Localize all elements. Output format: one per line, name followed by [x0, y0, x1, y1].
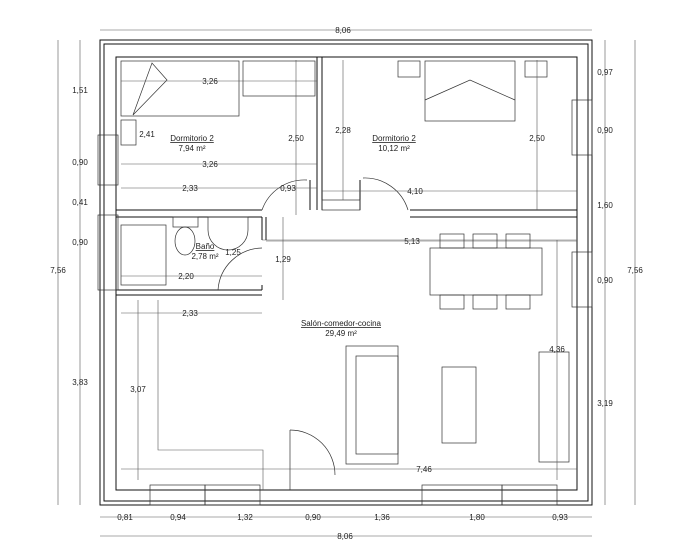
sofa — [345, 345, 399, 465]
room-name-living: Salón-comedor-cocina — [301, 319, 382, 328]
dim-right: 0,97 — [597, 68, 613, 77]
dim-right: 3,19 — [597, 399, 613, 408]
dim-interior: 2,33 — [182, 309, 198, 318]
dim-interior: 4,10 — [407, 187, 423, 196]
toilet — [174, 226, 196, 256]
room-name-bedroom-2b: Dormitorio 2 — [372, 134, 416, 143]
dim-left: 0,41 — [72, 198, 88, 207]
dim-interior: 7,46 — [416, 465, 432, 474]
dim-interior: 2,50 — [529, 134, 545, 143]
dim-interior: 2,20 — [178, 272, 194, 281]
room-labels: Dormitorio 2 7,94 m² Dormitorio 2 10,12 … — [170, 134, 416, 338]
dim-right: 0,90 — [597, 126, 613, 135]
dim-interior: 1,29 — [275, 255, 291, 264]
dim-interior: 2,41 — [139, 130, 155, 139]
sink — [207, 216, 249, 251]
dim-right-total: 7,56 — [627, 266, 643, 275]
bed-double — [424, 60, 516, 122]
dim-interior: 2,28 — [335, 126, 351, 135]
dimension-labels: 8,06 0,81 0,94 1,32 0,90 1,36 1,80 0,93 … — [50, 26, 643, 541]
dining-table — [429, 247, 543, 296]
dim-bottom: 1,36 — [374, 513, 390, 522]
dim-top-total: 8,06 — [335, 26, 351, 35]
dim-interior: 3,26 — [202, 77, 218, 86]
dim-bottom: 0,93 — [552, 513, 568, 522]
room-area-bedroom-2b: 10,12 m² — [378, 144, 410, 153]
dim-left-total: 7,56 — [50, 266, 66, 275]
bed-single — [120, 60, 240, 117]
dim-left: 0,90 — [72, 158, 88, 167]
dim-interior: 5,13 — [404, 237, 420, 246]
dim-interior: 3,26 — [202, 160, 218, 169]
furniture — [120, 60, 570, 490]
dim-bottom: 0,81 — [117, 513, 133, 522]
bathtub — [120, 224, 167, 286]
doors — [217, 177, 409, 490]
room-area-living: 29,49 m² — [325, 329, 357, 338]
room-area-bathroom: 2,78 m² — [191, 252, 218, 261]
dim-bottom: 0,90 — [305, 513, 321, 522]
dim-interior: 2,33 — [182, 184, 198, 193]
dim-bottom: 1,80 — [469, 513, 485, 522]
dim-left: 1,51 — [72, 86, 88, 95]
room-name-bedroom-2a: Dormitorio 2 — [170, 134, 214, 143]
walls — [99, 39, 593, 506]
room-area-bedroom-2a: 7,94 m² — [178, 144, 205, 153]
dim-interior: 1,25 — [225, 248, 241, 257]
dim-bottom: 0,94 — [170, 513, 186, 522]
windows — [97, 99, 593, 506]
dim-right: 1,60 — [597, 201, 613, 210]
kitchen-counter — [538, 351, 570, 463]
coffee-table — [441, 366, 477, 444]
dim-interior: 4,36 — [549, 345, 565, 354]
wardrobe — [242, 60, 316, 97]
dim-bottom-total: 8,06 — [337, 532, 353, 541]
dim-right: 0,90 — [597, 276, 613, 285]
dim-left: 0,90 — [72, 238, 88, 247]
dimension-lines — [57, 29, 636, 537]
dim-interior: 0,93 — [280, 184, 296, 193]
dim-left: 3,83 — [72, 378, 88, 387]
dim-interior: 2,50 — [288, 134, 304, 143]
dim-interior: 3,07 — [130, 385, 146, 394]
dim-bottom: 1,32 — [237, 513, 253, 522]
room-name-bathroom: Baño — [196, 242, 215, 251]
